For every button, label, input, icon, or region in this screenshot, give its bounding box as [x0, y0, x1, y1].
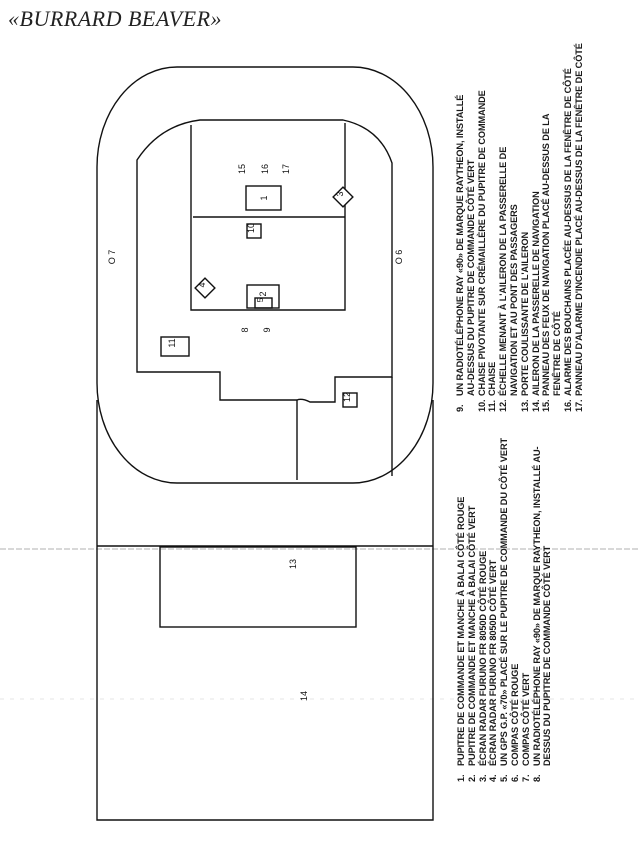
legend-item-text: UN RADIOTÉLÉPHONE RAY «90» DE MARQUE RAY…	[531, 446, 542, 766]
legend-item-number: 3.	[477, 774, 488, 782]
legend-item: 12. ÉCHELLE MENANT À L'AILERON DE LA PASS…	[498, 43, 509, 412]
legend-item-number: 7.	[520, 774, 531, 782]
legend-item-text: DESSUS DU PUPITRE DE COMMANDE CÔTÉ VERT	[542, 545, 553, 766]
console-1-box	[245, 185, 282, 211]
legend-item: 8. UN RADIOTÉLÉPHONE RAY «90» DE MARQUE R…	[532, 438, 543, 782]
legend-item: 11. CHAISE	[487, 43, 498, 412]
legend-item: 1. PUPITRE DE COMMANDE ET MANCHE À BALAI …	[456, 438, 467, 782]
sliding-door-13	[159, 546, 357, 628]
legend-item-text: ÉCHELLE MENANT À L'AILERON DE LA PASSERE…	[498, 146, 509, 396]
legend-item-number: 1.	[456, 774, 466, 782]
label-7: O 7	[107, 250, 117, 265]
label-5: 5	[256, 297, 265, 302]
label-8: 8	[240, 327, 250, 332]
label-6: O 6	[394, 250, 404, 265]
legend-item-text: PANNEAU DES FEUX DE NAVIGATION PLACÉ AU-…	[541, 113, 552, 396]
legend-item-text: ÉCRAN RADAR FURUNO FR 8050D CÔTÉ VERT	[488, 559, 499, 766]
legend-item-number: 12.	[498, 399, 509, 412]
bridge-inner-area	[136, 119, 393, 403]
legend-item-text: COMPAS CÔTÉ VERT	[520, 672, 531, 766]
legend-item: AU-DESSUS DU PUPITRE DE COMMANDE CÔTÉ VE…	[466, 43, 477, 412]
legend-item: DESSUS DU PUPITRE DE COMMANDE CÔTÉ VERT	[542, 438, 553, 782]
chair-11-box	[160, 336, 190, 357]
legend-item: 2. PUPITRE DE COMMANDE ET MANCHE À BALAI …	[467, 438, 478, 782]
radar-4-diamond	[194, 277, 216, 299]
legend-item-number: 11.	[487, 400, 498, 412]
legend-items-1-8: 1.PUPITRE DE COMMANDE ET MANCHE À BALAI …	[456, 438, 553, 782]
legend-item-text: AILERON DE LA PASSERELLE DE NAVIGATION	[530, 191, 541, 396]
ladder-12-box	[342, 392, 358, 408]
legend-item-number: 8.	[531, 774, 542, 782]
label-13: 13	[288, 559, 298, 569]
gps-5-box	[254, 297, 273, 309]
legend-item-number: 10.	[476, 399, 487, 412]
legend-item: NAVIGATION ET AU PONT DES PASSAGERS	[509, 43, 520, 412]
legend-item-number: 17.	[573, 399, 584, 412]
outer-hull-outline	[96, 400, 434, 821]
legend-item: 13. PORTE COULISSANTE DE L'AILERON	[520, 43, 531, 412]
label-1: 1	[259, 195, 269, 200]
legend-item: 15. PANNEAU DES FEUX DE NAVIGATION PLACÉ …	[541, 43, 552, 412]
label-14: 14	[299, 691, 309, 701]
legend-item-number: 13.	[519, 399, 530, 412]
radar-3-diamond	[332, 186, 354, 208]
legend-item-text: ÉCRAN RADAR FURUNO FR 8050D CÔTÉ ROUGE	[477, 550, 488, 766]
label-9: 9	[262, 327, 272, 332]
legend-item-number: 2.	[466, 774, 477, 782]
legend-item-number: 14.	[530, 399, 541, 412]
legend-item: 10. CHAISE PIVOTANTE SUR CRÉMAILLÈRE DU P…	[477, 43, 488, 412]
legend-item-number: 5.	[499, 774, 510, 782]
legend-item: 16. ALARME DES BOUCHAINS PLACÉE AU-DESSUS…	[563, 43, 574, 412]
legend-item-text: UN RADIOTÉLÉPHONE RAY «90» DE MARQUE RAY…	[455, 94, 465, 396]
legend-items-9-17: 9. UN RADIOTÉLÉPHONE RAY «90» DE MARQUE R…	[455, 43, 585, 412]
legend-item: 6. COMPAS CÔTÉ ROUGE	[510, 438, 521, 782]
label-17: 17	[281, 164, 291, 174]
legend-item: 5. UN GPS G.P. «70» PLACÉ SUR LE PUPITRE …	[499, 438, 510, 782]
legend-item-text: AU-DESSUS DU PUPITRE DE COMMANDE CÔTÉ VE…	[465, 159, 476, 396]
legend-item-text: NAVIGATION ET AU PONT DES PASSAGERS	[508, 204, 519, 396]
legend-item-number: 6.	[509, 774, 520, 782]
legend-item: 3. ÉCRAN RADAR FURUNO FR 8050D CÔTÉ ROUGE	[478, 438, 489, 782]
legend-item: FENÊTRE DE CÔTÉ	[552, 43, 563, 412]
label-15: 15	[237, 164, 247, 174]
legend-item-number: 16.	[562, 399, 573, 412]
legend-item-text: PUPITRE DE COMMANDE ET MANCHE À BALAI CÔ…	[456, 496, 466, 766]
legend-item: 9. UN RADIOTÉLÉPHONE RAY «90» DE MARQUE R…	[455, 43, 466, 412]
legend-item-text: CHAISE	[487, 361, 498, 396]
document-title: «BURRARD BEAVER»	[8, 6, 223, 31]
legend-item: 14. AILERON DE LA PASSERELLE DE NAVIGATIO…	[531, 43, 542, 412]
legend-item-number: 9.	[455, 404, 465, 412]
legend-item-text: COMPAS CÔTÉ ROUGE	[509, 663, 520, 766]
legend-item-text: FENÊTRE DE CÔTÉ	[552, 311, 563, 396]
legend-item: 7. COMPAS CÔTÉ VERT	[521, 438, 532, 782]
legend-item-text: PANNEAU D'ALARME D'INCENDIE PLACÉ AU-DES…	[573, 43, 584, 396]
legend-item-number: 4.	[488, 774, 499, 782]
legend-item: 4. ÉCRAN RADAR FURUNO FR 8050D CÔTÉ VERT	[488, 438, 499, 782]
legend-item-number: 15.	[541, 399, 552, 412]
chair-10-box	[246, 223, 262, 239]
legend-item-text: CHAISE PIVOTANTE SUR CRÉMAILLÈRE DU PUPI…	[476, 90, 487, 396]
wheelhouse-outline	[96, 66, 434, 484]
label-16: 16	[260, 164, 270, 174]
legend-item-text: PUPITRE DE COMMANDE ET MANCHE À BALAI CÔ…	[466, 505, 477, 766]
label-3: 3	[335, 191, 345, 196]
label-10: 10	[246, 223, 256, 233]
label-12: 12	[342, 392, 352, 402]
legend-item-text: ALARME DES BOUCHAINS PLACÉE AU-DESSUS DE…	[562, 68, 573, 396]
legend-item: 17. PANNEAU D'ALARME D'INCENDIE PLACÉ AU-…	[574, 43, 585, 412]
label-11: 11	[167, 338, 177, 347]
legend-item-text: PORTE COULISSANTE DE L'AILERON	[519, 231, 530, 396]
legend-item-text: UN GPS G.P. «70» PLACÉ SUR LE PUPITRE DE…	[499, 437, 510, 766]
label-4: 4	[197, 282, 207, 287]
label-2: 2	[258, 291, 268, 296]
